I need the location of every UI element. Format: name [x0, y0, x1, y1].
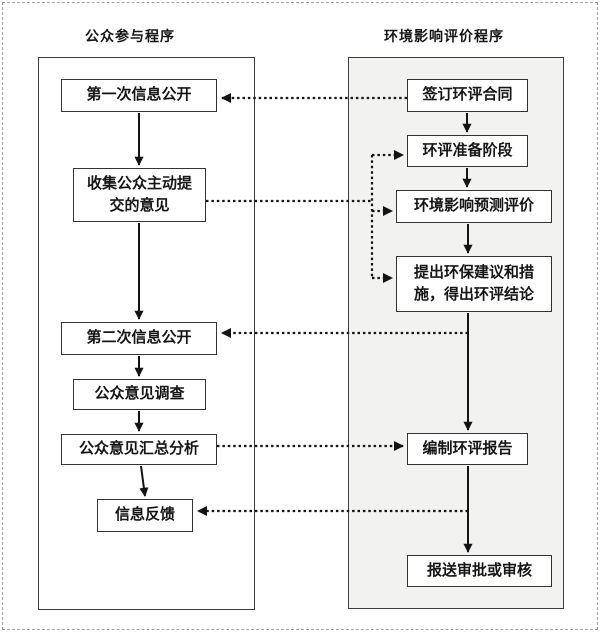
right-column-title: 环境影响评价程序 [384, 28, 504, 44]
node-information-feedback: 信息反馈 [97, 499, 193, 532]
node-compile-eia-report: 编制环评报告 [407, 433, 528, 465]
node-second-information-disclosure: 第二次信息公开 [61, 322, 217, 355]
node-eia-preparation-stage: 环评准备阶段 [407, 135, 528, 167]
node-protection-suggestions-conclusion: 提出环保建议和措 施，得出环评结论 [396, 256, 552, 312]
node-submit-for-approval: 报送审批或审核 [407, 555, 552, 587]
node-impact-prediction-assessment: 环境影响预测评价 [396, 190, 552, 223]
node-first-information-disclosure: 第一次信息公开 [61, 79, 217, 112]
left-column-title: 公众参与程序 [85, 28, 175, 44]
node-opinion-summary-analysis: 公众意见汇总分析 [61, 434, 217, 465]
node-public-opinion-survey: 公众意见调查 [73, 379, 206, 410]
node-sign-eia-contract: 签订环评合同 [407, 79, 528, 112]
node-collect-public-opinions: 收集公众主动提 交的意见 [73, 168, 206, 222]
